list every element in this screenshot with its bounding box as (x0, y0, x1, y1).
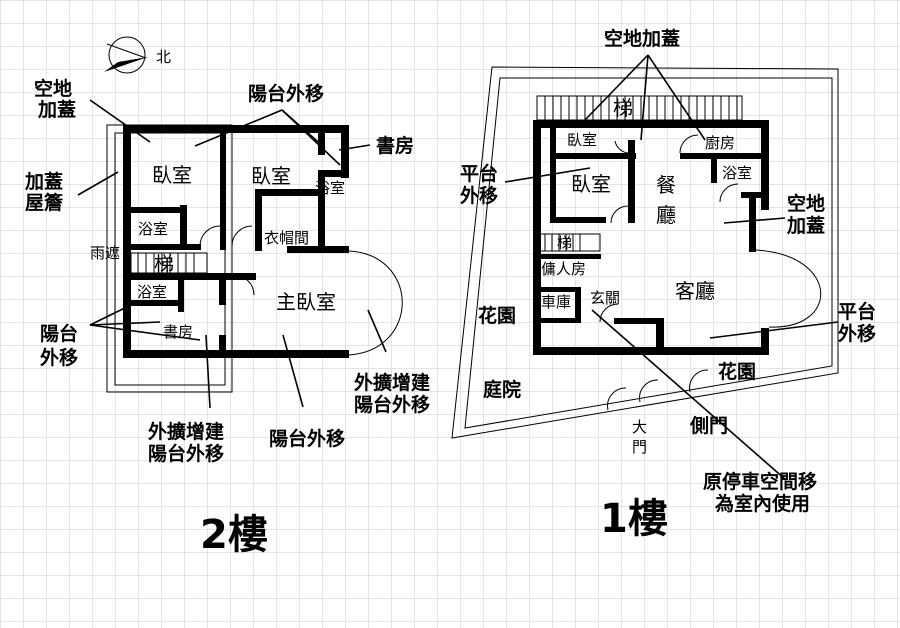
label-bath-left: 浴室 (138, 220, 168, 238)
lot-outline-outer (451, 66, 839, 439)
note-ext-right-2: 陽台外移 (354, 393, 430, 416)
label-bedroom-a: 臥室 (152, 163, 192, 187)
label-garden-bottom: 花園 (718, 360, 756, 383)
note-platform-right-1: 平台 (838, 300, 876, 323)
label-closet: 衣帽間 (264, 229, 309, 247)
label-bedroom: 臥室 (571, 172, 611, 196)
label-bedroom-small: 臥室 (567, 131, 597, 149)
label-study-lower: 書房 (163, 323, 193, 341)
note-eave-2: 屋簷 (25, 191, 63, 214)
note-balcony-top: 陽台外移 (248, 82, 324, 105)
north-label: 北 (156, 48, 171, 66)
note-balcony-left-1: 陽台 (40, 322, 78, 345)
note-parking-1: 原停車空間移 (703, 470, 817, 493)
note-parking-2: 為室內使用 (715, 492, 810, 515)
label-bath-right: 浴室 (315, 179, 345, 197)
floor2-plan: 空地 加蓋 加蓋 屋簷 陽台外移 書房 臥室 臥室 浴室 浴室 衣帽間 雨遮 梯… (24, 77, 430, 558)
gate-door-swings (607, 369, 709, 411)
label-courtyard: 庭院 (483, 378, 521, 401)
note-vacant-add-right-1: 空地 (787, 192, 825, 215)
floor1-walls (533, 120, 769, 355)
note-vacant-add-1: 空地 (34, 77, 72, 100)
note-ext-lower-1: 外擴增建 (148, 420, 224, 443)
floor2-walls (123, 125, 349, 358)
label-kitchen: 廚房 (705, 134, 735, 152)
note-platform-left-1: 平台 (460, 162, 498, 185)
label-canopy: 雨遮 (90, 244, 120, 262)
note-vacant-add-right-2: 加蓋 (786, 214, 825, 237)
floor2-stairs (130, 252, 208, 274)
note-vacant-add-2: 加蓋 (37, 98, 76, 121)
floor2-leaders (77, 99, 387, 409)
floor1-title: 1樓 (600, 496, 668, 542)
label-maid-room: 傭人房 (541, 260, 586, 278)
note-balcony-left-2: 外移 (40, 346, 78, 369)
label-side-door: 側門 (689, 415, 728, 437)
note-balcony-bottom: 陽台外移 (269, 427, 345, 450)
label-main-gate-2: 門 (632, 438, 647, 456)
label-stairs-1f: 梯 (557, 234, 572, 252)
label-master-bedroom: 主臥室 (276, 290, 336, 314)
door-swings (199, 225, 255, 296)
label-stairs-2f: 梯 (154, 252, 174, 276)
label-foyer: 玄關 (590, 289, 620, 307)
floor1-plan: 空地加蓋 梯 臥室 廚房 平台 外移 臥室 餐 廳 浴室 空地 加蓋 梯 傭人房… (451, 27, 876, 542)
note-ext-right-1: 外擴增建 (354, 371, 430, 394)
platform-arc (755, 249, 822, 328)
label-bath: 浴室 (722, 164, 752, 182)
compass-icon (104, 36, 148, 74)
label-stairs-top: 梯 (613, 96, 633, 120)
label-garage: 車庫 (541, 293, 571, 311)
label-living-room: 客廳 (675, 279, 715, 303)
label-garden-left: 花園 (478, 304, 516, 327)
note-eave-1: 加蓋 (24, 170, 63, 193)
label-dining-1: 餐 (656, 173, 676, 197)
floor1-stairs (537, 233, 601, 252)
lot-outline-inner (464, 77, 833, 429)
label-main-gate-1: 大 (632, 418, 647, 436)
note-vacant-add-top: 空地加蓋 (604, 27, 680, 50)
label-bath-lower: 浴室 (137, 283, 167, 301)
label-study-top: 書房 (376, 134, 414, 157)
floor1-leaders (504, 54, 839, 481)
note-platform-right-2: 外移 (838, 322, 876, 345)
label-bedroom-b: 臥室 (251, 164, 291, 188)
floor1-stairs-top (536, 95, 743, 121)
note-platform-left-2: 外移 (460, 184, 498, 207)
label-dining-2: 廳 (656, 203, 676, 227)
floor2-title: 2樓 (200, 512, 268, 558)
door-swings (599, 134, 739, 323)
balcony-arc (348, 250, 403, 356)
note-ext-lower-2: 陽台外移 (148, 442, 224, 465)
